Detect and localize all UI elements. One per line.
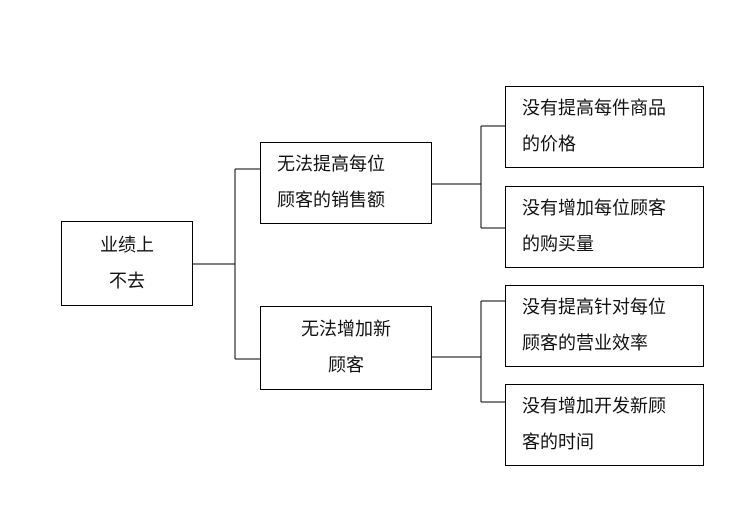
branch-node-2-line-1: 无法增加新 (301, 319, 391, 340)
leaf-node-purchase-volume: 没有增加每位顾客 的购买量 (505, 186, 704, 268)
leaf-node-3-line-2: 顾客的营业效率 (522, 333, 648, 354)
root-node: 业绩上 不去 (61, 221, 193, 306)
leaf-node-development-time: 没有增加开发新顾 客的时间 (505, 384, 704, 466)
leaf-node-4-line-2: 客的时间 (522, 432, 594, 453)
leaf-node-3-line-1: 没有提高针对每位 (522, 297, 666, 318)
branch-node-2-line-2: 顾客 (328, 355, 364, 376)
leaf-node-2-line-2: 的购买量 (522, 234, 594, 255)
leaf-node-1-line-1: 没有提高每件商品 (522, 98, 666, 119)
leaf-node-price: 没有提高每件商品 的价格 (505, 86, 704, 168)
branch-node-1-line-2: 顾客的销售额 (277, 190, 385, 211)
branch-node-1-line-1: 无法提高每位 (277, 154, 385, 175)
root-node-line-2: 不去 (109, 270, 145, 292)
branch-node-sales-per-customer: 无法提高每位 顾客的销售额 (260, 142, 432, 224)
leaf-node-4-line-1: 没有增加开发新顾 (522, 396, 666, 417)
leaf-node-2-line-1: 没有增加每位顾客 (522, 198, 666, 219)
branch-node-new-customers: 无法增加新 顾客 (260, 306, 432, 390)
leaf-node-1-line-2: 的价格 (522, 134, 576, 155)
root-node-line-1: 业绩上 (100, 234, 154, 256)
leaf-node-sales-efficiency: 没有提高针对每位 顾客的营业效率 (505, 285, 704, 367)
